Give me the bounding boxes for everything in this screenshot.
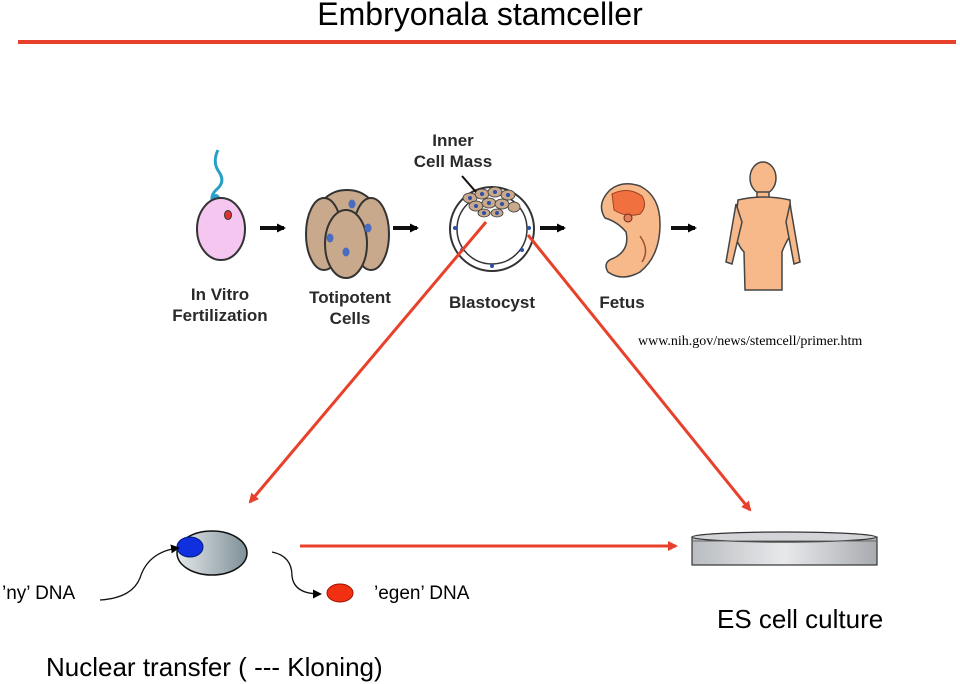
red-arrow-to-es-culture (526, 234, 752, 512)
stage-label-ivf: In Vitro Fertilization (172, 285, 268, 325)
nuclear-transfer-label: Nuclear transfer ( --- Kloning) (46, 652, 383, 682)
human-figure-icon (725, 161, 801, 291)
nuclear-transfer-cell-icon (176, 530, 248, 576)
blastocyst-icon (449, 186, 535, 272)
egen-dna-label: ’egen’ DNA (374, 583, 470, 604)
source-url: www.nih.gov/news/stemcell/primer.htm (638, 334, 863, 349)
slide-title: Embryonala stamceller (317, 0, 643, 32)
stage-label-totipotent: Totipotent Cells (309, 288, 391, 328)
red-arrow-to-nuclear-transfer (248, 221, 488, 504)
fetus-icon (600, 183, 661, 278)
stage-label-fetus: Fetus (599, 293, 645, 312)
stage-label-blastocyst: Blastocyst (449, 293, 535, 312)
inner-cell-mass-pointer (461, 175, 477, 193)
ny-dna-connector (99, 544, 180, 601)
petri-dish-icon (691, 531, 878, 566)
egg-fertilization-icon (196, 149, 246, 261)
title-underline (18, 40, 956, 44)
stage-label-inner-cell-mass: Inner Cell Mass (413, 131, 493, 171)
ny-dna-label: ’ny’ DNA (2, 583, 76, 604)
egen-dna-connector (271, 551, 322, 599)
es-cell-culture-label: ES cell culture (717, 604, 884, 634)
totipotent-cells-icon (305, 189, 390, 279)
egen-dna-nucleus-icon (326, 583, 354, 603)
